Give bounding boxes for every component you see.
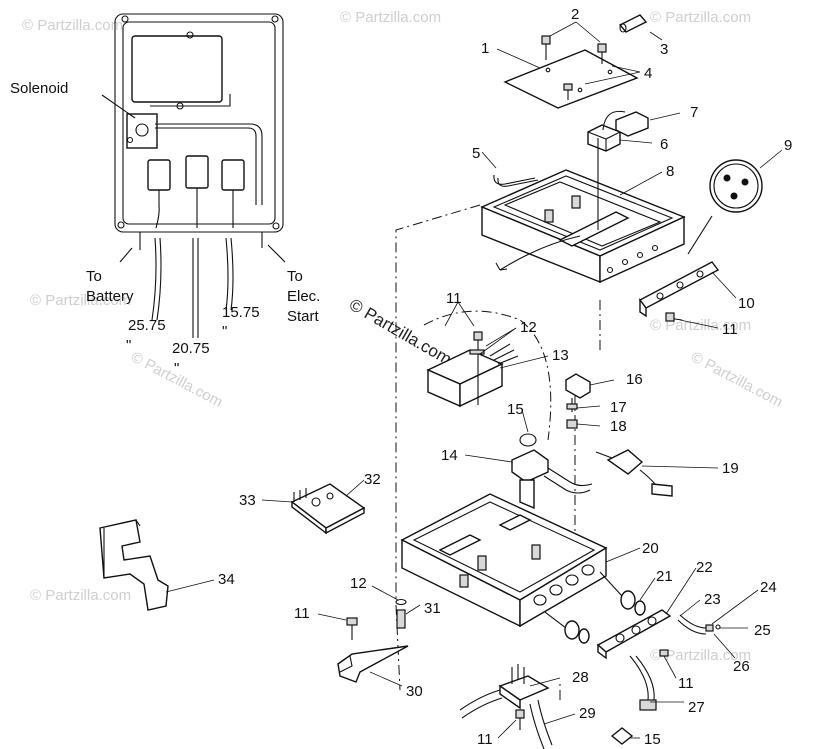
inch-mark-a: " — [126, 337, 131, 354]
connector-28-29 — [459, 664, 634, 749]
part-callouts: 1 2 3 4 5 6 7 8 9 10 11 11 12 13 14 15 1… — [218, 6, 792, 748]
callout-32: 32 — [364, 471, 381, 488]
upper-box-8 — [480, 138, 686, 284]
callout-11-bottom: 11 — [477, 731, 493, 748]
bracket-10 — [638, 261, 720, 322]
callout-33: 33 — [239, 492, 256, 509]
callout-15-bottom: 15 — [644, 731, 661, 748]
gauge-9 — [687, 159, 763, 255]
callout-7: 7 — [690, 104, 698, 121]
callout-24: 24 — [760, 579, 777, 596]
callout-6: 6 — [660, 136, 668, 153]
watermark-text: © Partzilla.com — [650, 9, 751, 26]
callout-11-lower: 11 — [294, 605, 310, 622]
inset-wiring-box — [101, 13, 286, 338]
callout-15-mid: 15 — [507, 401, 524, 418]
length-label-b: 20.75 — [172, 340, 210, 357]
callout-26: 26 — [733, 658, 750, 675]
inch-mark-b: " — [174, 360, 179, 377]
callout-11-mid: 11 — [446, 290, 462, 307]
cover-plate — [503, 49, 639, 109]
callout-13: 13 — [552, 347, 569, 364]
length-label-c: 15.75 — [222, 304, 260, 321]
cable-19 — [595, 449, 673, 497]
control-board-32-33 — [290, 483, 366, 535]
callout-25: 25 — [754, 622, 771, 639]
callout-12-mid: 12 — [520, 319, 537, 336]
watermark-text: © Partzilla.com — [650, 317, 751, 334]
wire-5 — [493, 174, 539, 187]
callout-23: 23 — [704, 591, 721, 608]
bracket-34 — [99, 519, 169, 611]
to-elec-start-label-line2: Elec. — [287, 288, 320, 305]
inset-labels: Solenoid To Battery To Elec. Start 25.75… — [10, 80, 320, 377]
relay-6-7 — [587, 110, 649, 152]
to-battery-label-line2: Battery — [86, 288, 134, 305]
screws-2 — [541, 35, 607, 100]
callout-21: 21 — [656, 568, 673, 585]
callout-5: 5 — [472, 145, 480, 162]
callout-18: 18 — [610, 418, 627, 435]
callout-27: 27 — [688, 699, 705, 716]
to-battery-label-line1: To — [86, 268, 102, 285]
watermark-text: © Partzilla.com — [30, 587, 131, 604]
lower-box-20 — [400, 493, 608, 628]
callout-2: 2 — [571, 6, 579, 23]
callout-19: 19 — [722, 460, 739, 477]
watermark-text: © Partzilla.com — [30, 292, 131, 309]
callout-14: 14 — [441, 447, 458, 464]
callout-3: 3 — [660, 41, 668, 58]
callout-10: 10 — [738, 295, 755, 312]
length-label-a: 25.75 — [128, 317, 166, 334]
callout-34: 34 — [218, 571, 235, 588]
callout-12-lower: 12 — [350, 575, 367, 592]
plate-22 — [596, 609, 672, 660]
watermark-text: © Partzilla.com — [650, 647, 751, 664]
callout-17: 17 — [610, 399, 627, 416]
callout-20: 20 — [642, 540, 659, 557]
watermark-text: © Partzilla.com — [340, 9, 441, 26]
solenoid-label: Solenoid — [10, 80, 68, 97]
callout-11-right: 11 — [678, 675, 694, 692]
callout-22: 22 — [696, 559, 713, 576]
callout-16: 16 — [626, 371, 643, 388]
bracket-30 — [337, 645, 409, 683]
leader-lines — [165, 21, 783, 739]
inch-mark-c: " — [222, 323, 227, 340]
to-elec-start-label-line3: Start — [287, 308, 320, 325]
callout-9: 9 — [784, 137, 792, 154]
watermark-text: © Partzilla.com — [128, 349, 225, 411]
callout-29: 29 — [579, 705, 596, 722]
switch-16 — [565, 373, 591, 429]
to-elec-start-label-line1: To — [287, 268, 303, 285]
connector-14-15 — [511, 433, 593, 510]
grommets-21 — [544, 571, 646, 644]
callout-30: 30 — [406, 683, 423, 700]
wire-23-27 — [629, 614, 721, 711]
callout-28: 28 — [572, 669, 589, 686]
watermark-main: © Partzilla.com — [346, 295, 455, 369]
watermark-text: © Partzilla.com — [688, 349, 785, 411]
callout-31: 31 — [424, 600, 441, 617]
module-13 — [426, 331, 519, 408]
callout-1: 1 — [481, 40, 489, 57]
watermark-text: © Partzilla.com — [22, 17, 123, 34]
screw-11-12-31 — [346, 598, 407, 640]
callout-11-top: 11 — [722, 321, 738, 338]
callout-4: 4 — [644, 65, 652, 82]
fuse-3 — [618, 14, 648, 33]
callout-8: 8 — [666, 163, 674, 180]
